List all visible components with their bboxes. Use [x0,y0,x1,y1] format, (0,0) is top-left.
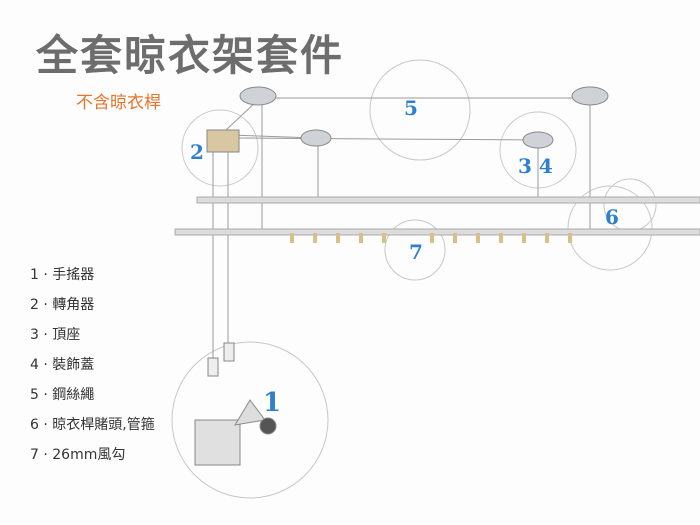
wire-clip-icon [223,342,235,362]
callout-circle-1 [171,341,329,499]
legend-item: 2 · 轉角器 [30,297,95,313]
callout-circle-2 [181,109,259,187]
ceiling-mount-icon [522,131,554,149]
winder-knob-icon [259,417,277,435]
callout-circle-5 [369,59,471,161]
callout-1: 1 [263,388,282,418]
winder-crank-icon [234,399,266,426]
lower-rail [174,228,700,236]
wire-clip-icon [207,357,219,377]
callout-34: 3 4 [518,154,553,178]
callout-circle-7 [384,219,446,281]
winder-handle-icon [194,419,241,466]
legend-item: 3 · 頂座 [30,327,81,343]
parts-legend: 1 · 手搖器 2 · 轉角器 3 · 頂座 4 · 裝飾蓋 5 · 鋼絲繩 6… [30,264,155,474]
corner-pulley-icon [206,129,240,153]
callout-5: 5 [404,96,418,120]
page-title: 全套晾衣架套件 [36,31,345,80]
upper-rail [196,196,700,204]
legend-item: 6 · 晾衣桿賭頭,管箍 [30,417,155,433]
ceiling-mount-icon [571,86,609,106]
callout-2: 2 [190,140,204,164]
legend-item: 1 · 手搖器 [30,267,95,283]
legend-item: 4 · 裝飾蓋 [30,357,95,373]
hooks [290,233,572,243]
subtitle: 不含晾衣桿 [76,93,161,113]
callout-circle-6 [567,185,653,271]
legend-item: 7 · 26mm風勾 [30,447,126,463]
callout-6: 6 [605,205,619,229]
ceiling-mount-icon [239,86,277,106]
callout-7: 7 [409,240,423,264]
ceiling-mount-icon [300,129,332,147]
legend-item: 5 · 鋼絲繩 [30,387,95,403]
